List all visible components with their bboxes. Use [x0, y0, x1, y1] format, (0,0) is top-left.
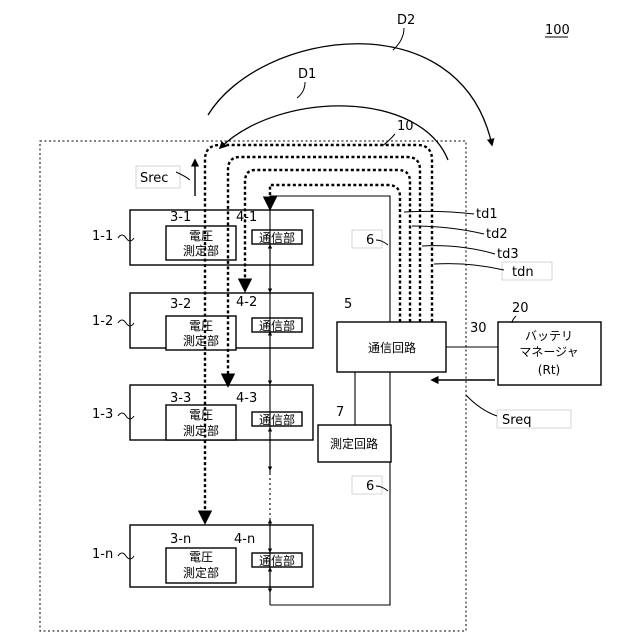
- comm-label: 通信部: [259, 230, 295, 245]
- module-1-1: 電圧 測定部 通信部 3-1 4-1 1-1: [92, 210, 313, 265]
- delay-labels: td1 td2 td3 tdn: [404, 207, 552, 280]
- delay-label-tdn: tdn: [512, 265, 534, 280]
- comm-ref: 4-1: [236, 210, 257, 225]
- comm-circuit: 通信回路 5: [337, 297, 446, 372]
- voltage-label-2: 測定部: [183, 565, 219, 580]
- module-1-2: 電圧 測定部 通信部 3-2 4-2 1-2: [92, 293, 313, 350]
- battery-manager-line-1: バッテリ: [525, 329, 573, 343]
- bus-ref: 30: [470, 321, 487, 336]
- comm-circuit-ref: 5: [344, 297, 352, 312]
- delay-leader-td2: [412, 226, 484, 234]
- comm-ref: 4-2: [236, 295, 257, 310]
- comm-label: 通信部: [259, 318, 295, 333]
- voltage-label-2: 測定部: [183, 243, 219, 258]
- measure-circuit-label: 測定回路: [330, 436, 378, 451]
- comm-circuit-label: 通信回路: [368, 340, 416, 355]
- path-d2-label: D2: [397, 13, 415, 28]
- voltage-label-1: 電圧: [189, 550, 213, 564]
- path-d1-leader: [297, 82, 305, 98]
- path-d2-leader: [393, 28, 404, 50]
- battery-manager: バッテリ マネージャ (Rt) 20: [498, 301, 601, 385]
- module-ref: 1-3: [92, 407, 113, 422]
- path-d2-arrow: [208, 44, 492, 145]
- voltage-label-1: 電圧: [189, 229, 213, 243]
- voltage-ref: 3-1: [170, 210, 191, 225]
- delay-label-td2: td2: [486, 227, 508, 242]
- comm-line-ref-top: 6: [366, 233, 374, 248]
- delay-leader-td1: [404, 211, 474, 214]
- sreq-label: Sreq: [502, 413, 532, 428]
- delay-label-td1: td1: [476, 207, 498, 222]
- battery-manager-line-2: マネージャ: [519, 345, 578, 359]
- comm-label: 通信部: [259, 412, 295, 427]
- voltage-label-2: 測定部: [183, 423, 219, 438]
- module-ref: 1-n: [92, 547, 113, 562]
- measure-circuit-ref: 7: [336, 405, 344, 420]
- delay-leader-tdn: [434, 264, 504, 270]
- system-ref-label: 100: [545, 23, 570, 38]
- voltage-label-1: 電圧: [189, 408, 213, 422]
- voltage-label-1: 電圧: [189, 319, 213, 333]
- voltage-ref: 3-2: [170, 297, 191, 312]
- path-d1-arrow: [220, 106, 448, 160]
- voltage-ref: 3-3: [170, 391, 191, 406]
- module-ref: 1-1: [92, 229, 113, 244]
- voltage-label-2: 測定部: [183, 333, 219, 348]
- comm-label: 通信部: [259, 553, 295, 568]
- comm-ref: 4-3: [236, 391, 257, 406]
- srec-label: Srec: [140, 171, 168, 186]
- sreq-leader: [466, 395, 497, 416]
- srec-leader: [176, 172, 190, 180]
- delay-label-td3: td3: [497, 247, 519, 262]
- voltage-ref: 3-n: [170, 532, 191, 547]
- comm-ref: 4-n: [234, 532, 255, 547]
- comm-line-ref-bottom: 6: [366, 479, 374, 494]
- module-1-3: 電圧 測定部 通信部 3-3 4-3 1-3: [92, 385, 313, 440]
- path-d1-label: D1: [298, 67, 316, 82]
- module-1-n: 電圧 測定部 通信部 3-n 4-n 1-n: [92, 525, 313, 587]
- battery-manager-ref: 20: [512, 301, 529, 316]
- battery-manager-line-3: (Rt): [538, 363, 560, 377]
- module-ref: 1-2: [92, 314, 113, 329]
- measure-circuit: 測定回路 7: [318, 372, 391, 462]
